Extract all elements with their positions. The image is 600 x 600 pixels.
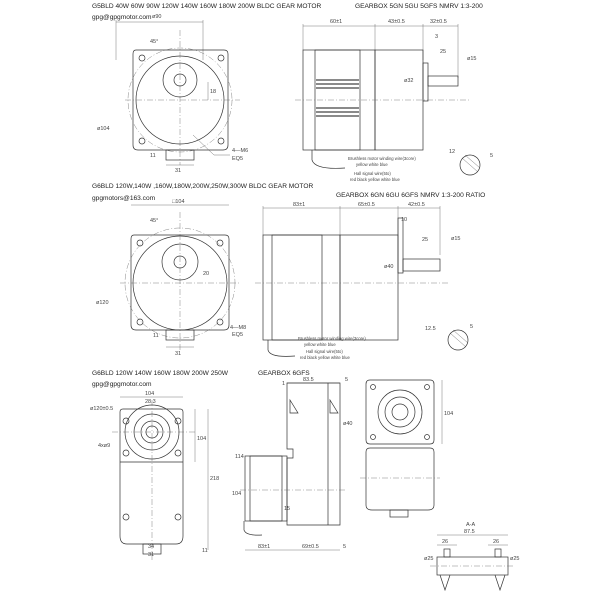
dim-label: 104 (145, 391, 154, 397)
dim-label: 69±0.5 (302, 544, 319, 550)
dim-label: 5 (490, 153, 493, 159)
dim-label: ø104 (97, 126, 110, 132)
dim-label: 3 (435, 34, 438, 40)
dim-label: 25 (440, 49, 446, 55)
dim-label: 5 (345, 377, 348, 383)
dim-label: ø120 (96, 300, 109, 306)
section2-title: G6BLD 120W,140W ,160W,180W,200W,250W,300… (92, 183, 313, 190)
side-view-1: 60±1 43±0.5 32±0.5 3 25 ø15 ø32 12 5 Bru… (295, 19, 493, 182)
section1-email: gpg@gpgmotor.com (92, 14, 152, 21)
section2-email: gpgmotors@163.com (92, 195, 156, 202)
dim-label: 5 (470, 324, 473, 330)
dim-label: 42±0.5 (408, 202, 425, 208)
right-view-3: 104 (360, 379, 453, 518)
wire-label: Hall signal wire(5to) (354, 171, 391, 176)
wire-label: red black yellow white blue (350, 177, 400, 182)
dim-label: 218 (210, 476, 219, 482)
section3-gearbox-title: GEARBOX 6GFS (258, 370, 310, 377)
dim-label: ø40 (343, 421, 352, 427)
dim-label: EQ5 (232, 156, 243, 162)
dim-label: 45° (150, 218, 158, 224)
dim-label: 15 (284, 506, 290, 512)
side-view-2: 83±1 65±0.5 42±0.5 10 25 ø15 ø40 12.5 5 … (255, 202, 473, 360)
dim-label: 1 (282, 381, 285, 387)
dim-label: 83±1 (293, 202, 305, 208)
dim-label: 4—M8 (230, 325, 246, 331)
wire-label: Brushless motor winding wire(3core) (298, 336, 366, 341)
dim-label: 11 (153, 333, 159, 339)
dim-label: 104 (232, 491, 241, 497)
dim-label: ø120±0.5 (90, 406, 113, 412)
dim-label: 60±1 (330, 19, 342, 25)
dim-label: ø90 (152, 14, 161, 20)
dim-label: 31 (175, 351, 181, 357)
dim-label: 43±0.5 (388, 19, 405, 25)
dim-label: EQ5 (232, 332, 243, 338)
dim-label: ø15 (467, 56, 476, 62)
dim-label: 32±0.5 (430, 19, 447, 25)
dim-label: 25 (422, 237, 428, 243)
section1-gearbox-title: GEARBOX 5GN 5GU 5GFS NMRV 1:3-200 (355, 3, 483, 10)
dim-label: 11 (150, 153, 156, 159)
dim-label: □104 (172, 199, 185, 205)
dim-label: 31 (148, 552, 154, 558)
side-view-3: 83.5 1 5 114 104 15 83±1 69±0.5 5 ø40 (232, 377, 352, 551)
dim-label: 26 (442, 539, 448, 545)
dim-label: 10 (401, 217, 407, 223)
dim-label: 12 (449, 149, 455, 155)
wire-label: Hall signal wire(5to) (306, 349, 343, 354)
pulley-section-view: A-A 87.5 26 26 ø25 ø25 (424, 522, 519, 592)
dim-label: 26 (493, 539, 499, 545)
dim-label: 87.5 (464, 529, 475, 535)
dim-label: 83.5 (303, 377, 314, 383)
dim-label: 34 (148, 544, 154, 550)
section1-title: G5BLD 40W 60W 90W 120W 140W 160W 180W 20… (92, 3, 322, 10)
front-view-2: □104 45° 20 ø120 4—M8 EQ5 31 11 (96, 199, 246, 357)
dim-label: 104 (444, 411, 453, 417)
dim-label: ø15 (451, 236, 460, 242)
section3-title: G6BLD 120W 140W 160W 180W 200W 250W (92, 370, 229, 377)
dim-label: 83±1 (258, 544, 270, 550)
dim-label: ø32 (404, 78, 413, 84)
dim-label: ø25 (424, 556, 433, 562)
dim-label: 114 (235, 454, 244, 460)
front-view-1: 45° ø90 18 ø104 4—M6 EQ5 31 11 (97, 14, 248, 174)
dim-label: 11 (202, 548, 208, 554)
dim-label: 45° (150, 39, 158, 45)
section2-gearbox-title: GEARBOX 6GN 6GU 6GFS NMRV 1:3-200 RATIO (336, 192, 485, 199)
dim-label: 12.5 (425, 326, 436, 332)
dim-label: 5 (343, 544, 346, 550)
dim-label: ø25 (510, 556, 519, 562)
front-view-3: 104 28.3 ø120±0.5 4xø9 104 218 34 31 11 (90, 391, 219, 560)
dim-label: 104 (197, 436, 206, 442)
dim-label: 4xø9 (98, 443, 110, 449)
dim-label: 65±0.5 (358, 202, 375, 208)
dim-label: ø40 (384, 264, 393, 270)
dim-label: 20 (203, 271, 209, 277)
section3-email: gpg@gpgmotor.com (92, 381, 152, 388)
dim-label: 4—M6 (232, 148, 248, 154)
dim-label: 18 (210, 89, 216, 95)
wire-label: red black yellow white blue (300, 355, 350, 360)
dim-label: 31 (175, 168, 181, 174)
dim-label: A-A (466, 522, 476, 528)
dim-label: 28.3 (145, 399, 156, 405)
motor-fins (316, 79, 359, 117)
wire-label: yellow white blue (356, 162, 388, 167)
wire-label: Brushless motor winding wire(3core) (348, 156, 416, 161)
wire-label: yellow white blue (304, 342, 336, 347)
